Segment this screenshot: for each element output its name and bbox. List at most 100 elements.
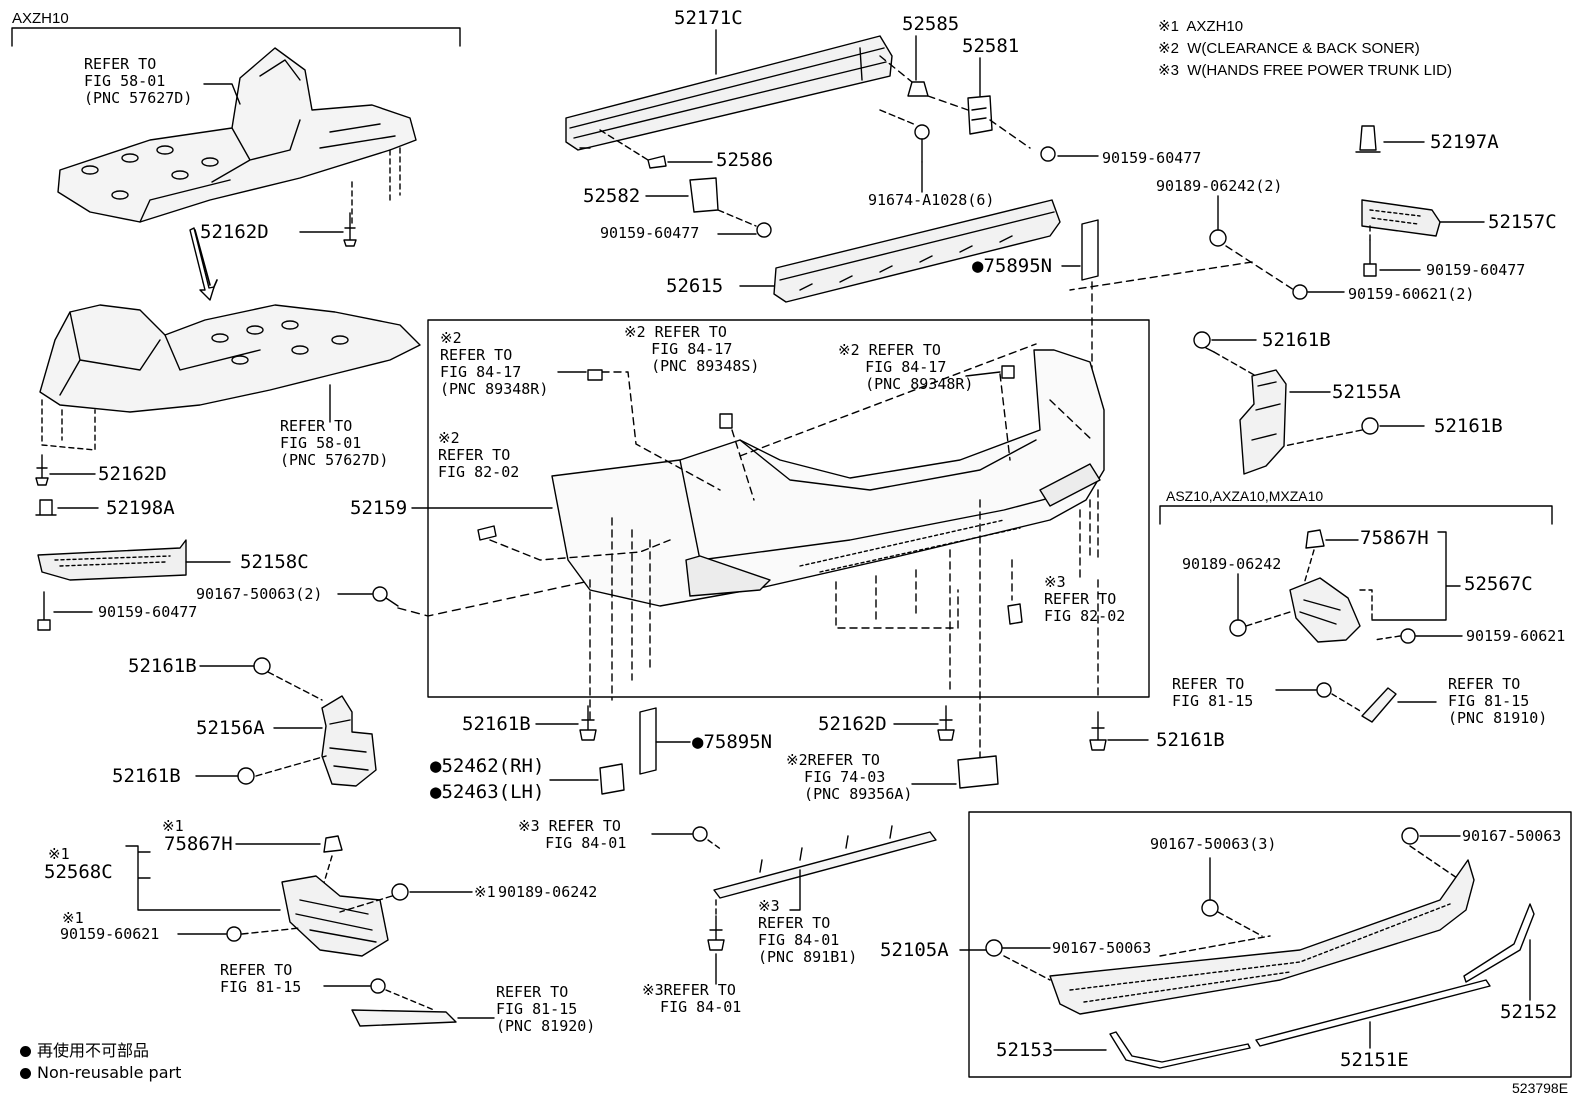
bracket-52157C	[1361, 199, 1441, 237]
pad-75895N-b	[639, 707, 657, 775]
part-52155A: 52155A	[1332, 381, 1401, 403]
non-reusable-dot-icon	[20, 1046, 31, 1057]
part-90167-50063-2: 90167-50063(2)	[196, 585, 323, 603]
retainer-52156A	[321, 695, 377, 787]
part-75895N-b: ●75895N	[692, 731, 773, 753]
part-52463: ●52463(LH)	[430, 781, 545, 803]
legend-row-en: Non-reusable part	[20, 1062, 181, 1084]
part-52161B-c: 52161B	[462, 713, 531, 735]
trim-52151E	[1255, 979, 1491, 1047]
clip-52161B-r1	[1193, 331, 1215, 353]
group-header-asz10: ASZ10,AXZA10,MXZA10	[1166, 488, 1324, 504]
bolt-90167-50063-a	[1401, 827, 1419, 845]
part-52161B-rb: 52161B	[1156, 729, 1225, 751]
bracket-82-02-a	[477, 525, 497, 541]
note-1: ※1 AXZH10	[1158, 18, 1244, 35]
part-52162D-c: 52162D	[818, 713, 887, 735]
clip-52198A	[35, 499, 57, 516]
refer-fig-81-15-c: REFER TO FIG 81-15	[220, 961, 302, 996]
diagram-id: 523798E	[1512, 1080, 1569, 1096]
part-90159-60477-a: 90159-60477	[600, 224, 700, 242]
retainer-52155A	[1239, 369, 1287, 475]
part-52198A: 52198A	[106, 497, 175, 519]
absorber-52615	[773, 199, 1061, 303]
part-90159-60621-2: 90159-60621(2)	[1348, 285, 1475, 303]
part-52615: 52615	[666, 275, 724, 297]
refer-fig-84-01-b: ※3 REFER TO FIG 84-01 (PNC 891B1)	[758, 897, 858, 966]
bracket-52568C	[281, 875, 389, 957]
part-75895N-a: ●75895N	[972, 255, 1053, 277]
bolt-90167-a	[372, 586, 399, 607]
bolt-91674	[914, 124, 930, 163]
part-90159-60621-b: 90159-60621	[1466, 627, 1566, 645]
refer-fig-84-17-s: ※2 REFER TO FIG 84-17 (PNC 89348S)	[624, 323, 760, 375]
part-52153: 52153	[996, 1039, 1054, 1061]
bolt-90159-60621-c	[226, 926, 242, 942]
part-52152: 52152	[1500, 1001, 1558, 1023]
part-52159: 52159	[350, 497, 408, 519]
group-header-axzh10: AXZH10	[12, 10, 69, 27]
part-52161B-l2: 52161B	[112, 765, 181, 787]
clip-81-15-a	[1316, 682, 1332, 698]
legend-text-en: Non-reusable part	[37, 1063, 182, 1082]
mark-1-75867H: ※1	[162, 817, 184, 835]
under-cover-lower-shape	[39, 304, 421, 451]
refer-fig-84-01-c: ※3REFER TO FIG 84-01	[642, 981, 742, 1016]
refer-fig-81-15-d: REFER TO FIG 81-15 (PNC 81920)	[496, 983, 596, 1035]
part-90159-60621-c: 90159-60621	[60, 925, 160, 943]
clip-75867H-a	[1305, 529, 1325, 549]
clip-84-01-c	[707, 915, 725, 951]
part-75867H-b: 75867H	[164, 833, 233, 855]
legend-row-jp: 再使用不可部品	[20, 1040, 181, 1062]
nut-90189-c	[391, 883, 409, 901]
bracket-52581	[967, 95, 993, 135]
bracket-52567C	[1289, 577, 1361, 643]
refer-fig-81-15-a: REFER TO FIG 81-15	[1172, 675, 1254, 710]
clip-52162D-c	[937, 705, 955, 741]
sensor-clip-89348R-a	[587, 369, 603, 381]
part-52151E: 52151E	[1340, 1049, 1409, 1071]
mark-1-52568C: ※1	[48, 845, 70, 863]
bolt-90159-60621	[1292, 284, 1308, 300]
note-3: ※3 W(HANDS FREE POWER TRUNK LID)	[1158, 62, 1452, 79]
part-52567C: 52567C	[1464, 573, 1533, 595]
part-52161B-l1: 52161B	[128, 655, 197, 677]
refer-fig-84-01-a: ※3 REFER TO FIG 84-01	[518, 817, 627, 852]
part-52171C: 52171C	[674, 7, 743, 29]
bracket-52158C	[37, 539, 187, 581]
clip-52161B-c	[579, 705, 597, 741]
part-52586: 52586	[716, 149, 774, 171]
under-cover-upper-shape	[57, 47, 417, 226]
trim-52152	[1463, 903, 1535, 983]
clip-81-15-c	[370, 978, 386, 994]
part-52161B-r2: 52161B	[1434, 415, 1503, 437]
part-90189-06242-c: 90189-06242	[498, 883, 598, 901]
trim-52153	[1109, 1031, 1251, 1069]
refer-58-leader-top	[203, 83, 241, 105]
part-52581: 52581	[962, 35, 1020, 57]
part-52197A: 52197A	[1430, 131, 1499, 153]
clip-52161B-rb	[1089, 711, 1107, 751]
part-52568C: 52568C	[44, 861, 113, 883]
bolt-90159-c	[1363, 239, 1377, 277]
refer-fig-74-03: ※2REFER TO FIG 74-03 (PNC 89356A)	[786, 751, 913, 803]
reflector-81920	[351, 1009, 457, 1027]
part-52156A: 52156A	[196, 717, 265, 739]
bumper-cover-52159	[551, 349, 1105, 607]
part-90159-60477-b: 90159-60477	[1102, 149, 1202, 167]
part-52157C: 52157C	[1488, 211, 1557, 233]
refer-fig-58-01-mid: REFER TO FIG 58-01 (PNC 57627D)	[280, 417, 389, 469]
asz10-bracket	[1159, 505, 1553, 525]
part-90159-60477-c: 90159-60477	[1426, 261, 1526, 279]
note-2: ※2 W(CLEARANCE & BACK SONER)	[1158, 40, 1420, 57]
part-90167-50063-3: 90167-50063(3)	[1150, 835, 1277, 853]
clip-52162D-b	[35, 454, 49, 486]
part-91674-A1028: 91674-A1028(6)	[868, 191, 995, 209]
clip-52197A	[1355, 125, 1381, 153]
part-90167-50063-a: 90167-50063	[1462, 827, 1562, 845]
part-90159-60477-d: 90159-60477	[98, 603, 198, 621]
sensor-clip-89348S	[719, 413, 733, 429]
cover-89356A	[957, 755, 999, 789]
clip-52586	[647, 155, 667, 169]
part-52105A: 52105A	[880, 939, 949, 961]
